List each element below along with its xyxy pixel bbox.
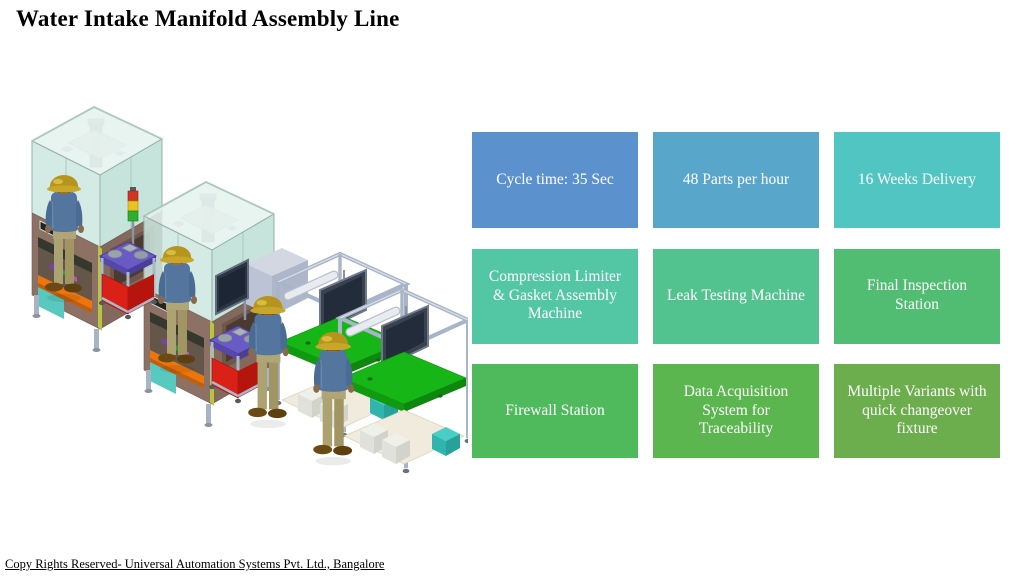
info-card: Data Acquisition System for Traceability	[653, 364, 819, 458]
info-card: 16 Weeks Delivery	[834, 132, 1000, 228]
info-card: 48 Parts per hour	[653, 132, 819, 228]
info-card: Firewall Station	[472, 364, 638, 458]
info-card-label: Leak Testing Machine	[666, 286, 806, 304]
machine-monitor	[215, 258, 249, 316]
info-card: Cycle time: 35 Sec	[472, 132, 638, 228]
info-card-label: Multiple Variants with quick changeover …	[847, 382, 987, 438]
info-card-label: Firewall Station	[505, 401, 605, 419]
info-card-label: Data Acquisition System for Traceability	[683, 382, 789, 438]
info-card-label: Cycle time: 35 Sec	[496, 170, 614, 188]
page-title: Water Intake Manifold Assembly Line	[16, 6, 400, 31]
info-card: Final Inspection Station	[834, 248, 1000, 344]
info-grid: Cycle time: 35 Sec 48 Parts per hour 16 …	[472, 132, 1000, 458]
assembly-line-illustration	[30, 105, 468, 500]
info-card: Compression Limiter & Gasket Assembly Ma…	[472, 248, 638, 344]
inspection-bench-2	[337, 290, 468, 473]
info-card-label: Compression Limiter & Gasket Assembly Ma…	[488, 267, 622, 323]
copyright-text: Copy Rights Reserved- Universal Automati…	[5, 557, 385, 571]
info-card: Multiple Variants with quick changeover …	[834, 364, 1000, 458]
info-card-label: Final Inspection Station	[866, 277, 968, 313]
info-card-label: 48 Parts per hour	[682, 170, 790, 188]
info-card: Leak Testing Machine	[653, 248, 819, 344]
info-card-label: 16 Weeks Delivery	[857, 170, 977, 188]
